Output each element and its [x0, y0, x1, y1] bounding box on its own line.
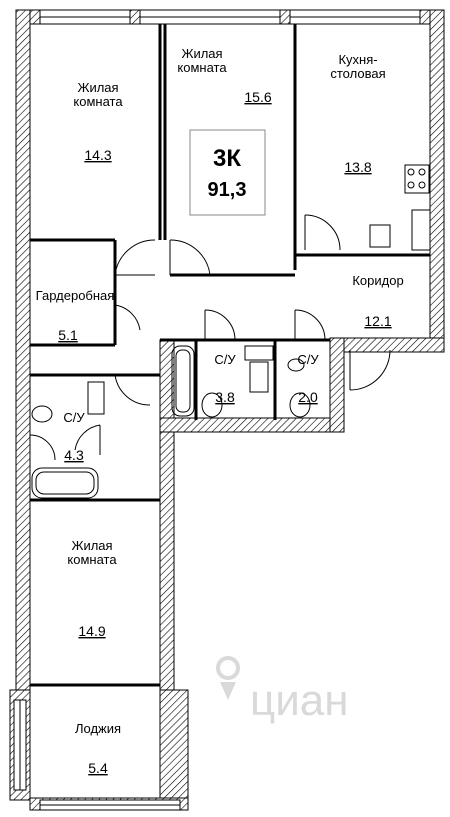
fixtures: [31, 164, 431, 499]
room-name-kitchen: Кухня-столовая: [330, 52, 385, 81]
windows-top: [39, 9, 421, 25]
room-name-bath-3: С/У: [63, 410, 85, 425]
window-loggia: [13, 699, 181, 811]
room-name-bath-2: С/У: [297, 352, 319, 367]
interior-walls: [30, 24, 430, 687]
room-name-loggia: Лоджия: [75, 721, 121, 736]
room-area-bath-2: 2.0: [298, 389, 318, 405]
room-area-kitchen: 13.8: [344, 159, 371, 175]
room-name-corridor: Коридор: [352, 273, 403, 288]
watermark: циан: [216, 656, 349, 725]
doors: [29, 214, 391, 461]
room-area-loggia: 5.4: [88, 760, 108, 776]
room-area-living-3: 14.9: [78, 623, 105, 639]
room-area-corridor: 12.1: [364, 313, 391, 329]
room-area-wardrobe: 5.1: [58, 327, 78, 343]
summary-total-area: 91,3: [208, 179, 247, 201]
room-area-living-1: 14.3: [84, 147, 111, 163]
room-name-bath-1: С/У: [214, 352, 236, 367]
summary-rooms: 3К: [213, 145, 241, 172]
room-area-living-2: 15.6: [244, 89, 271, 105]
room-area-bath-3: 4.3: [64, 447, 84, 463]
room-area-bath-1: 3.8: [215, 389, 235, 405]
summary-box: 3К 91,3: [189, 129, 266, 216]
room-name-wardrobe: Гардеробная: [36, 288, 115, 303]
watermark-text: циан: [250, 676, 349, 725]
